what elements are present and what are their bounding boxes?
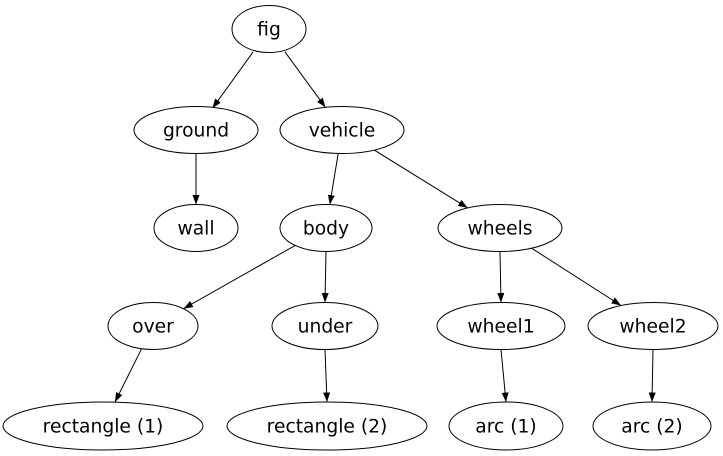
node-rectangle-2-label: rectangle (2) — [267, 417, 388, 438]
edge-under-rect2 — [323, 349, 331, 403]
node-body: body — [279, 204, 373, 252]
node-wheel1: wheel1 — [436, 302, 566, 350]
node-wall-label: wall — [177, 219, 214, 240]
edge-fig-vehicle — [284, 51, 326, 108]
node-arc-2: arc (2) — [592, 401, 712, 451]
node-under-label: under — [298, 317, 353, 338]
node-rectangle-1: rectangle (1) — [2, 401, 204, 451]
node-wheel2: wheel2 — [587, 302, 719, 350]
edge-wheels-wheel1 — [497, 251, 505, 303]
node-under: under — [271, 302, 379, 350]
node-body-label: body — [303, 219, 349, 240]
edge-over-rect1 — [114, 348, 143, 403]
node-ground-label: ground — [163, 121, 229, 142]
node-fig-label: fig — [257, 20, 281, 41]
edge-wheel1-arc1 — [500, 349, 509, 403]
edge-wheel2-arc2 — [648, 349, 656, 403]
edge-fig-ground — [211, 51, 254, 109]
node-arc-2-label: arc (2) — [621, 417, 682, 438]
node-fig: fig — [231, 5, 307, 53]
node-rectangle-1-label: rectangle (1) — [43, 417, 164, 438]
node-vehicle: vehicle — [279, 106, 405, 154]
node-over-label: over — [132, 317, 174, 338]
node-wheel1-label: wheel1 — [467, 317, 534, 338]
node-wall: wall — [153, 204, 239, 252]
node-wheels: wheels — [437, 204, 563, 252]
node-wheel2-label: wheel2 — [619, 317, 686, 338]
edge-vehicle-body — [327, 153, 339, 205]
edge-body-under — [321, 251, 329, 303]
node-rectangle-2: rectangle (2) — [226, 401, 428, 451]
edge-vehicle-wheels — [374, 149, 468, 209]
node-arc-1: arc (1) — [448, 401, 564, 451]
node-arc-1-label: arc (1) — [475, 417, 536, 438]
node-vehicle-label: vehicle — [309, 121, 376, 142]
edge-wheels-wheel2 — [531, 247, 622, 306]
node-wheels-label: wheels — [467, 219, 532, 240]
node-over: over — [107, 302, 199, 350]
node-ground: ground — [133, 106, 259, 154]
edge-body-over — [183, 244, 296, 310]
